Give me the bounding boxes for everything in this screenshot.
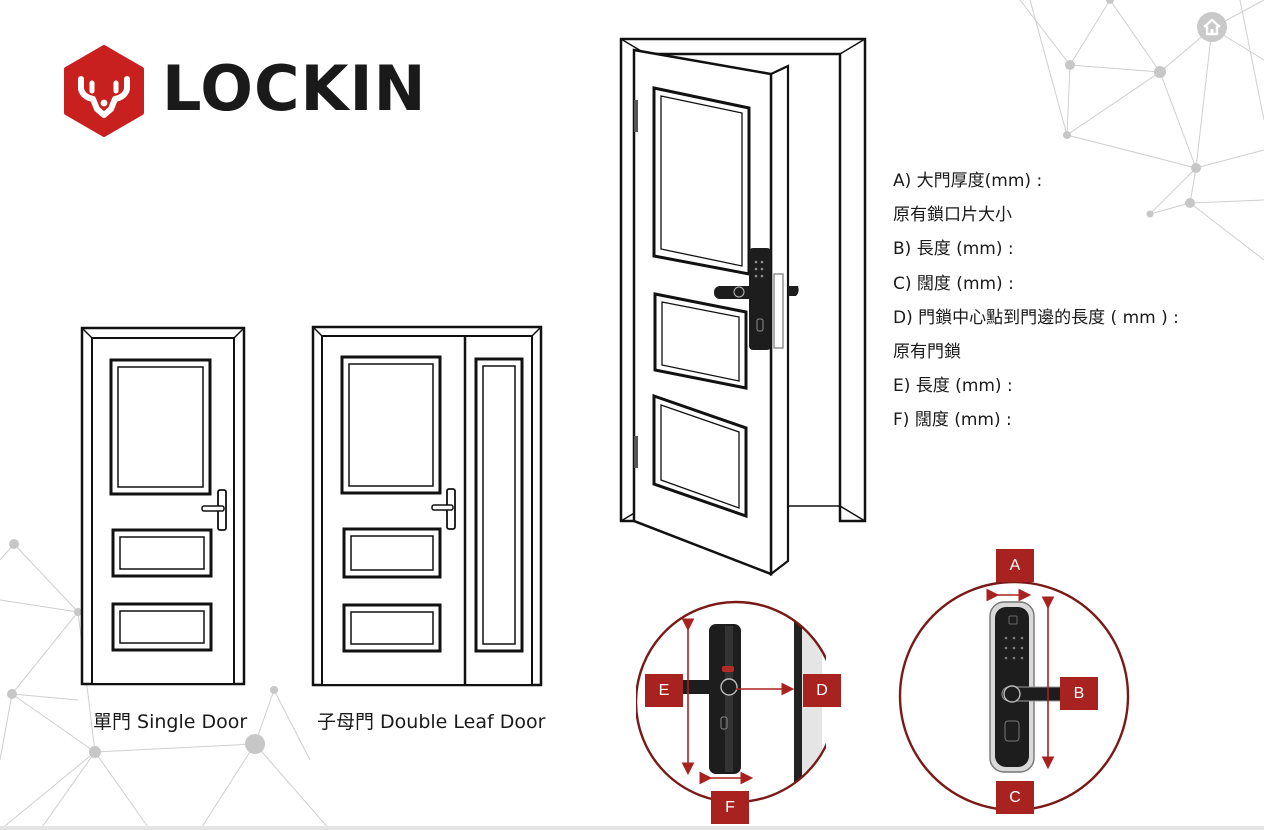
measure-tag-e: E (645, 674, 683, 707)
bottom-divider (0, 826, 1264, 830)
brand-wordmark: LOCKIN (162, 52, 427, 125)
measure-tag-b: B (1060, 677, 1098, 710)
bull-head-logo-icon (64, 45, 144, 137)
spec-item-e: E) 長度 (mm) : (893, 376, 1013, 397)
measurement-spec-list: A) 大門厚度(mm) : 原有鎖口片大小 B) 長度 (mm) : C) 闊度… (893, 164, 1179, 438)
spec-item-d: D) 門鎖中心點到門邊的長度 ( mm ) : (893, 307, 1179, 328)
open-door-illustration (619, 37, 867, 577)
single-door-caption: 單門 Single Door (93, 711, 248, 733)
measure-tag-d: D (803, 674, 841, 707)
double-door-caption: 子母門 Double Leaf Door (317, 711, 546, 733)
measure-tag-a: A (996, 549, 1034, 582)
spec-item-b: B) 長度 (mm) : (893, 239, 1014, 260)
spec-heading-original-lock: 原有門鎖 (893, 342, 961, 363)
spec-heading-strike-plate: 原有鎖口片大小 (893, 205, 1012, 226)
home-icon (1197, 12, 1227, 42)
spec-item-a: A) 大門厚度(mm) : (893, 171, 1043, 191)
spec-item-f: F) 闊度 (mm) : (893, 410, 1012, 431)
measure-tag-f: F (711, 791, 749, 824)
double-leaf-door-illustration (311, 325, 543, 687)
single-door-illustration (80, 326, 246, 686)
spec-item-c: C) 闊度 (mm) : (893, 273, 1014, 294)
measure-tag-c: C (996, 781, 1034, 814)
